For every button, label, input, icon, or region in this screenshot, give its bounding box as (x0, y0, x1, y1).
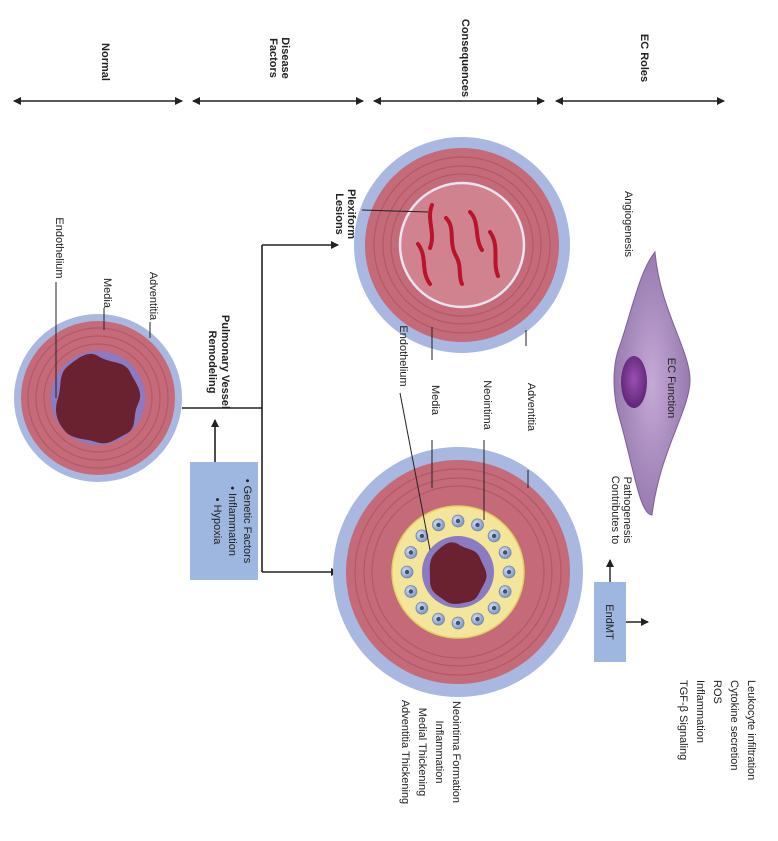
leukocyte-nucleus (436, 523, 440, 527)
ec-function-label: EC Function (665, 358, 677, 419)
header-disease-factors-line2: Factors (267, 38, 279, 78)
leukocyte-nucleus (492, 606, 496, 610)
factor-inflammation: • Inflammation (226, 486, 238, 556)
plexiform-vessel: Plexiform Lesions (333, 137, 570, 360)
header-normal: Normal (99, 43, 111, 81)
factor-genetic: • Genetic Factors (241, 479, 253, 564)
leukocyte-nucleus (507, 570, 511, 574)
neointima-endothelium-label: Endothelium (397, 325, 409, 386)
ec-cell-nucleus (621, 356, 647, 408)
plexiform-label-line2: Lesions (333, 193, 345, 235)
normal-adventitia-label: Adventitia (147, 272, 159, 321)
factor-hypoxia: • Hypoxia (211, 498, 223, 546)
media-label: Media (429, 385, 441, 416)
leukocyte-nucleus (409, 550, 413, 554)
effect-leukocyte: Leukocyte infiltration (745, 680, 757, 780)
endmt-group: EndMT (594, 560, 648, 662)
endmt-label: EndMT (603, 604, 615, 640)
effect-cytokine: Cytokine secretion (728, 680, 740, 771)
leukocyte-nucleus (456, 621, 460, 625)
header-disease-factors-line1: Disease (279, 37, 291, 79)
plexiform-label-line1: Plexiform (345, 189, 357, 239)
effect-tgf-beta: TGF-β Signaling (677, 680, 689, 760)
leukocyte-nucleus (492, 534, 496, 538)
consequence-neointima-formation: Neointima Formation (450, 701, 462, 803)
leukocyte-nucleus (475, 523, 479, 527)
consequence-inflammation: Inflammation (433, 721, 445, 784)
normal-endothelium-label: Endothelium (53, 217, 65, 278)
leukocyte-nucleus (409, 589, 413, 593)
consequence-adventitia-thickening: Adventitia Thickening (399, 700, 411, 804)
remodeling-line2: Remodeling (206, 331, 218, 394)
contributes-label-line2: Pathogenesis (621, 477, 633, 544)
endothelial-cell: Angiogenesis EC Function Contributes to … (609, 191, 690, 544)
normal-vessel: Endothelium Media Adventitia (14, 217, 182, 482)
lesion-1 (430, 205, 432, 248)
effect-inflammation: Inflammation (694, 680, 706, 743)
header-consequences: Consequences (459, 19, 471, 97)
header-row: Normal Disease Factors Consequences EC R… (14, 19, 724, 101)
leukocyte-nucleus (475, 617, 479, 621)
leukocyte-nucleus (436, 617, 440, 621)
angiogenesis-label: Angiogenesis (622, 191, 634, 258)
neointima-label: Neointima (481, 380, 493, 430)
consequence-medial-thickening: Medial Thickening (416, 708, 428, 796)
endmt-effects-list: TGF-β Signaling Inflammation ROS Cytokin… (677, 680, 757, 780)
leukocyte-nucleus (456, 519, 460, 523)
leukocyte-nucleus (420, 606, 424, 610)
remodeling-line1: Pulmonary Vessel (219, 315, 231, 409)
neointima-vessel (333, 393, 583, 697)
header-ec-roles: EC Roles (638, 34, 650, 82)
contributes-label-line1: Contributes to (609, 476, 621, 544)
normal-media-label: Media (101, 278, 113, 309)
consequence-list: Adventitia Thickening Medial Thickening … (399, 700, 462, 804)
factors-box: • Genetic Factors • Inflammation • Hypox… (190, 462, 258, 580)
leukocyte-nucleus (503, 589, 507, 593)
leukocyte-nucleus (420, 534, 424, 538)
effect-ros: ROS (711, 680, 723, 704)
leukocyte-nucleus (503, 550, 507, 554)
leukocyte-nucleus (405, 570, 409, 574)
adventitia-label: Adventitia (525, 383, 537, 432)
